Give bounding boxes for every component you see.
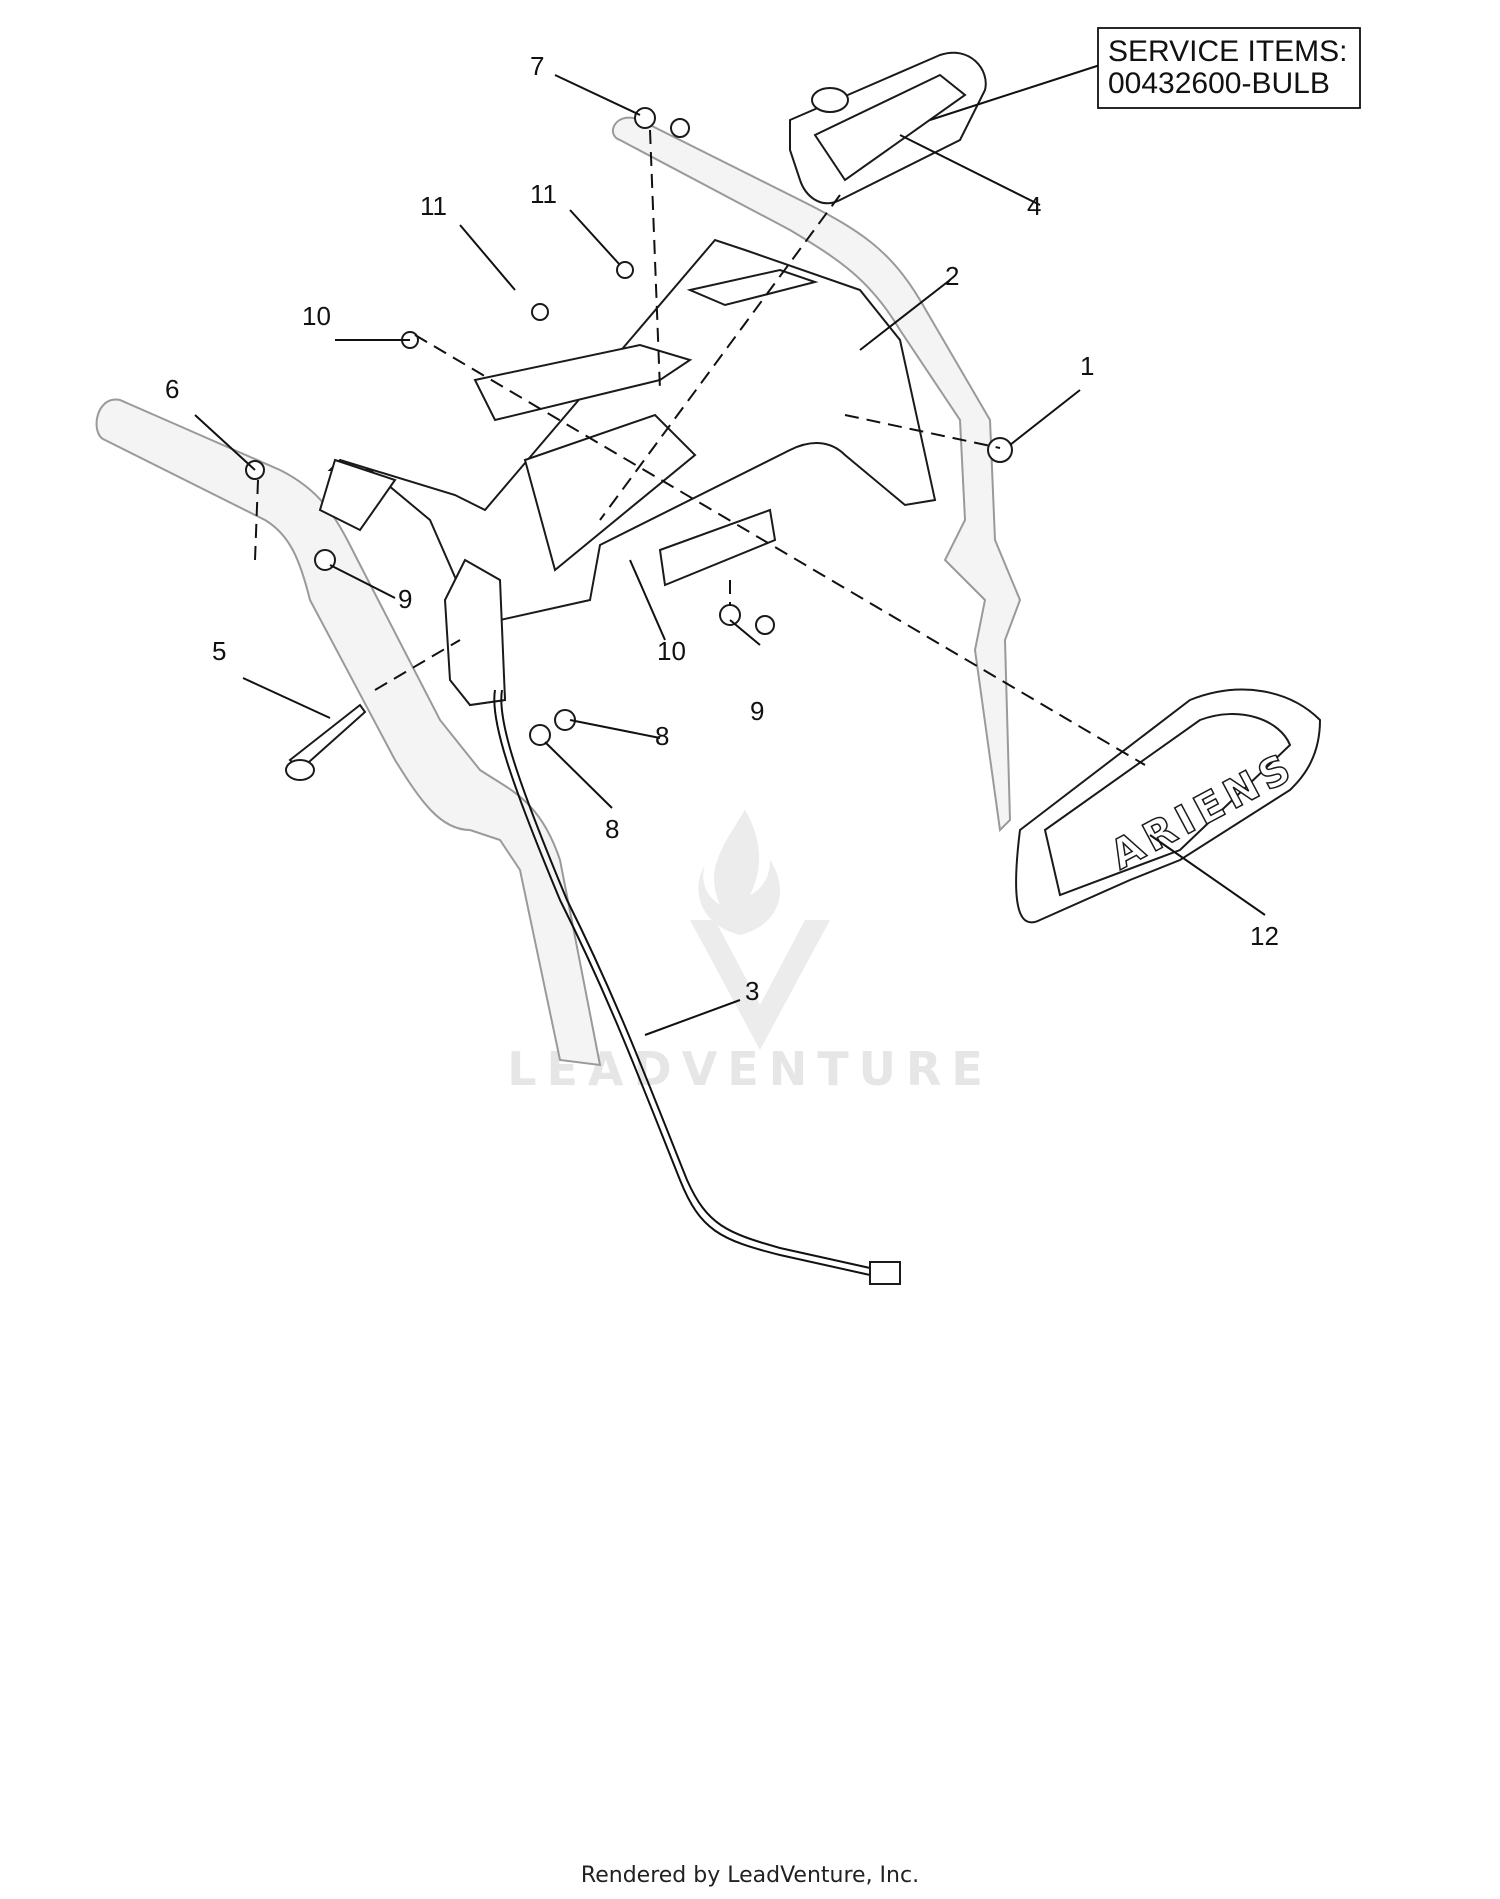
service-items-part: 00432600-BULB: [1108, 67, 1330, 100]
callout-11a: 11: [420, 191, 447, 221]
callout-10a: 10: [302, 301, 331, 331]
nut-9c: [755, 615, 775, 635]
watermark: LEADVENTURE: [507, 810, 983, 1096]
fasteners: [245, 107, 1013, 781]
callout-2: 2: [945, 261, 959, 291]
assembly-lines: [254, 129, 1146, 766]
carriage-bolt-7b: [670, 118, 690, 138]
watermark-v-icon: [690, 920, 830, 1050]
service-items-title: SERVICE ITEMS:: [1108, 35, 1348, 68]
connector: [869, 1261, 901, 1285]
callout-8a: 8: [655, 721, 669, 751]
service-items-box: SERVICE ITEMS: 00432600-BULB: [1097, 27, 1361, 109]
leader-lines: [194, 64, 1266, 1036]
wire-harness: [493, 689, 901, 1285]
handlebar-right: [611, 116, 1022, 833]
carriage-bolt-7: [634, 107, 656, 129]
callout-6: 6: [165, 374, 179, 404]
callout-10b: 10: [657, 636, 686, 666]
callout-7: 7: [530, 51, 544, 81]
callout-5: 5: [212, 636, 226, 666]
nut-8a: [529, 724, 551, 746]
footer-credit: Rendered by LeadVenture, Inc.: [581, 1863, 919, 1888]
handlebar-left: [95, 398, 602, 1067]
screw-11a: [531, 303, 549, 321]
callout-9b: 9: [750, 696, 764, 726]
nameplate: ARIENS: [1015, 688, 1322, 924]
callout-labels: 1 2 3 4 5 6 7 8 8 9 9 10 10 11 11 12: [165, 51, 1279, 1006]
plug-1: [987, 437, 1013, 463]
callout-4: 4: [1027, 191, 1041, 221]
screw-11b: [616, 261, 634, 279]
callout-8b: 8: [605, 814, 619, 844]
watermark-flame-icon: [698, 810, 780, 935]
callout-11b: 11: [530, 179, 557, 209]
callout-12: 12: [1250, 921, 1279, 951]
headlight: [789, 51, 987, 205]
callout-1: 1: [1080, 351, 1094, 381]
dash-panel: [318, 238, 937, 707]
callout-9a: 9: [398, 584, 412, 614]
nut-9b: [719, 604, 741, 626]
callout-3: 3: [745, 976, 759, 1006]
